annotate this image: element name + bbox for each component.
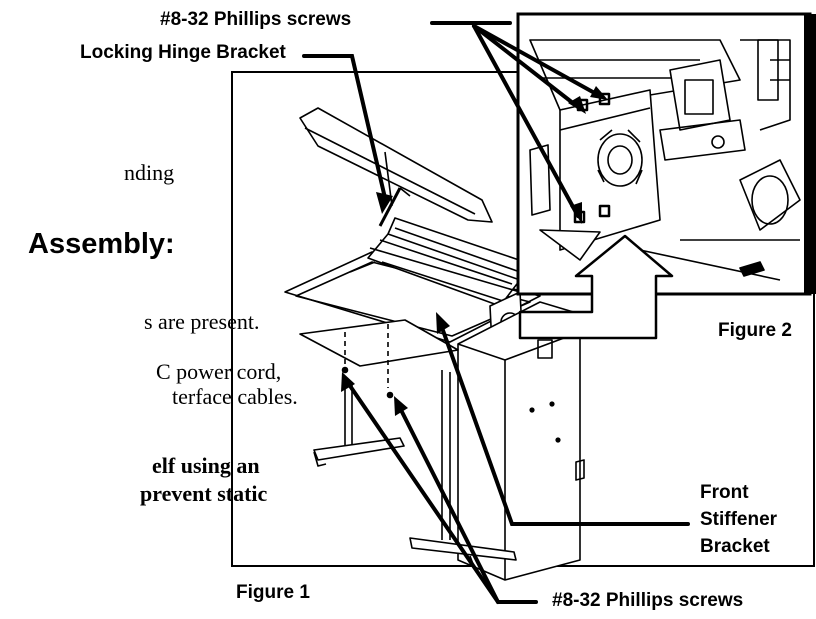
figure2-black-edge — [804, 14, 816, 294]
callout-screws-bottom: #8-32 Phillips screws — [552, 590, 744, 611]
text-fragment-nding: nding — [124, 160, 175, 185]
callout-lines — [302, 21, 690, 604]
text-fragment-shelf: elf using an — [152, 453, 260, 478]
text-fragment-present: s are present. — [144, 309, 260, 334]
callout-front-stiffener-line3: Bracket — [700, 536, 770, 557]
callout-screws-top: #8-32 Phillips screws — [160, 9, 352, 30]
stand-drawing — [284, 107, 585, 581]
callout-front-stiffener-line2: Stiffener — [700, 509, 778, 530]
section-heading-assembly: Assembly: — [28, 228, 175, 260]
text-fragment-power-cord: C power cord, — [156, 359, 282, 384]
text-fragment-interface-cables: terface cables. — [172, 384, 298, 409]
figure2-caption: Figure 2 — [718, 320, 792, 341]
text-fragment-static: prevent static — [140, 481, 268, 506]
zoom-arrow — [518, 234, 674, 340]
figure1-caption: Figure 1 — [236, 582, 310, 603]
figure2-drawing — [529, 39, 801, 281]
callout-locking-hinge-bracket: Locking Hinge Bracket — [80, 42, 286, 63]
arrowheads — [341, 86, 608, 416]
callout-front-stiffener-line1: Front — [700, 482, 749, 503]
